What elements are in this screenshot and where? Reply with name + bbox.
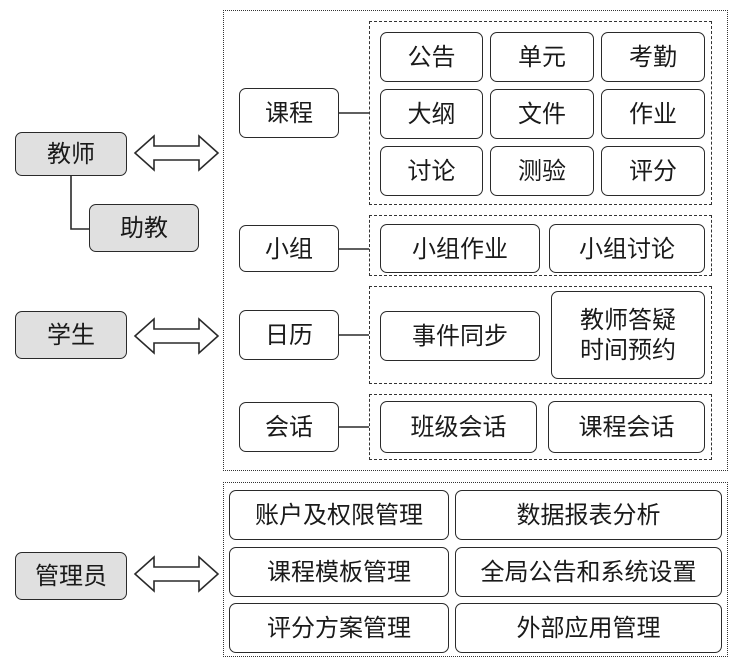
course-item-announcement: 公告	[380, 32, 483, 82]
course-item-files: 文件	[490, 89, 594, 139]
admin-item-accounts-permissions: 账户及权限管理	[229, 490, 449, 540]
group-items-container	[369, 215, 712, 276]
course-item-syllabus: 大纲	[380, 89, 483, 139]
admin-item-external-apps: 外部应用管理	[455, 603, 722, 653]
admin-item-data-reports: 数据报表分析	[455, 490, 722, 540]
role-student: 学生	[15, 311, 127, 359]
calendar-items-container	[369, 286, 712, 384]
admin-item-grading-schemes: 评分方案管理	[229, 603, 449, 653]
course-item-attendance: 考勤	[601, 32, 705, 82]
category-group: 小组	[239, 225, 339, 272]
admin-item-global-announcements-settings: 全局公告和系统设置	[455, 547, 722, 597]
course-items-container	[369, 21, 712, 205]
calendar-item-event-sync: 事件同步	[380, 311, 540, 361]
admin-item-course-templates: 课程模板管理	[229, 547, 449, 597]
session-item-class: 班级会话	[380, 401, 537, 453]
group-item-discussion: 小组讨论	[549, 224, 705, 273]
category-session: 会话	[239, 402, 339, 452]
course-item-homework: 作业	[601, 89, 705, 139]
course-item-quiz: 测验	[490, 146, 594, 196]
course-item-unit: 单元	[490, 32, 594, 82]
role-assistant: 助教	[89, 204, 199, 252]
group-item-homework: 小组作业	[380, 224, 540, 273]
session-items-container	[369, 394, 712, 460]
calendar-item-office-hours: 教师答疑 时间预约	[551, 291, 705, 379]
teacher-assistant-connector	[70, 173, 89, 230]
teacher-double-arrow	[133, 134, 220, 172]
role-admin: 管理员	[15, 552, 127, 600]
admin-features-container	[223, 482, 728, 657]
role-teacher: 教师	[15, 132, 127, 176]
session-item-course: 课程会话	[548, 401, 705, 453]
category-calendar: 日历	[239, 310, 339, 360]
teacher-student-features-container	[223, 10, 728, 471]
course-item-grading: 评分	[601, 146, 705, 196]
course-item-discussion: 讨论	[380, 146, 483, 196]
student-double-arrow	[133, 317, 220, 355]
admin-double-arrow	[133, 555, 220, 593]
category-course: 课程	[239, 88, 339, 138]
